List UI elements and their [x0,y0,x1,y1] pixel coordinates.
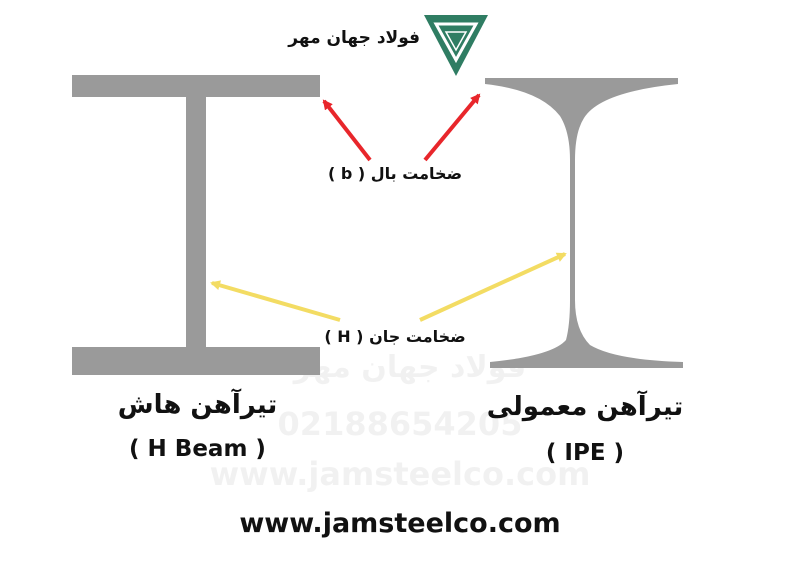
logo-text: فولاد جهان مهر [288,28,420,48]
watermark-phone: 02188654205 [277,405,523,443]
ipe-title: تیرآهن معمولی [486,392,684,422]
hbeam-web [186,97,206,347]
arrow-web-ipe [419,252,567,322]
ipe-profile [485,78,683,368]
arrow-flange-hbeam [322,99,372,162]
ipe-section [485,78,683,368]
hbeam-top-flange [72,75,320,97]
web-thickness-label: ضخامت جان ( H ) [324,327,466,346]
hbeam-title: تیرآهن هاش [117,390,278,420]
flange-thickness-label: ضخامت بال ( b ) [327,164,463,183]
hbeam-subtitle: ( H Beam ) [129,436,266,462]
website-url: www.jamsteelco.com [239,508,561,539]
watermark-brand: فولاد جهان مهر [293,350,527,385]
hbeam-profile [72,75,320,375]
arrow-flange-ipe [423,93,481,162]
hbeam-bottom-flange [72,347,320,375]
logo-shield-icon [424,15,488,76]
ipe-subtitle: ( IPE ) [545,440,625,466]
watermark-url: www.jamsteelco.com [209,455,591,493]
arrow-web-hbeam [210,280,341,322]
